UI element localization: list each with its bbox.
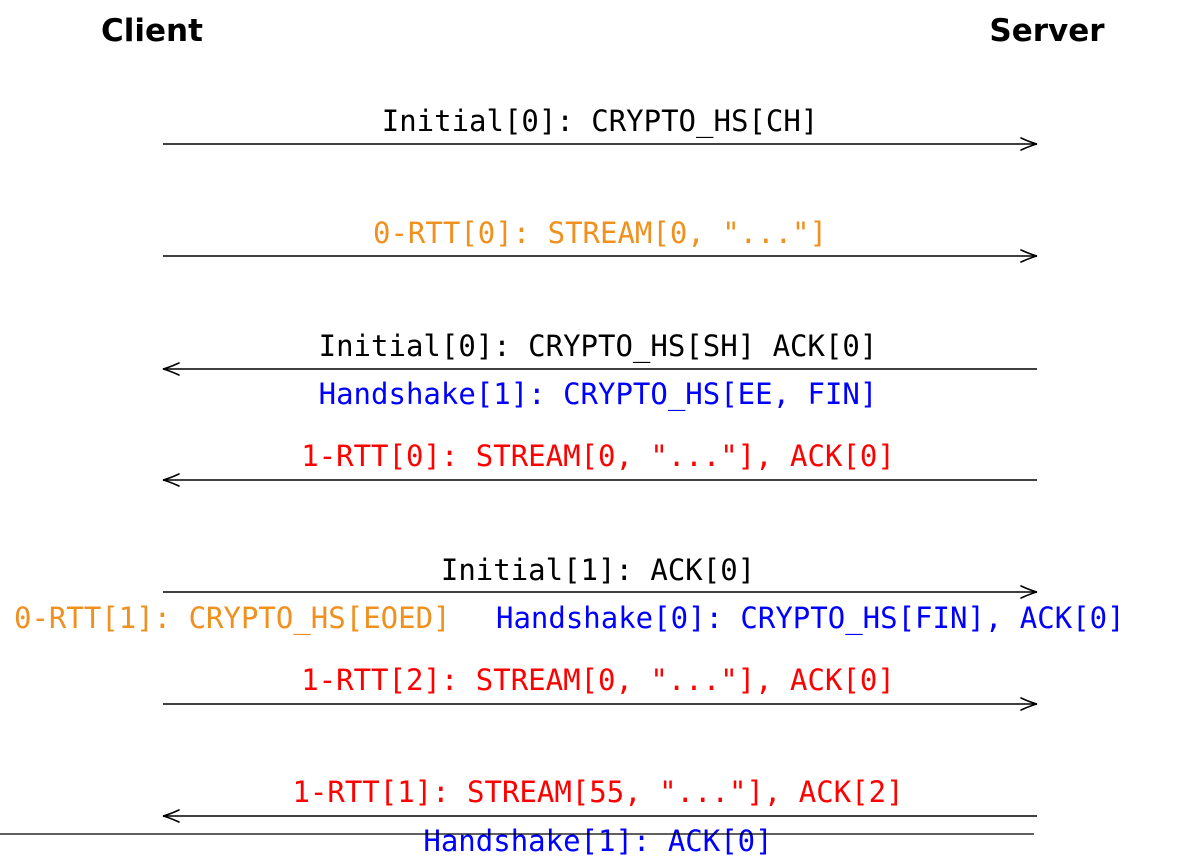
server-label: Server <box>989 13 1105 49</box>
arrow-head-icon <box>1020 249 1038 263</box>
message-label-initial: Initial[0]: CRYPTO_HS[SH] ACK[0] <box>319 329 878 364</box>
message-label-handshake: Handshake[1]: CRYPTO_HS[EE, FIN] <box>319 377 878 412</box>
message-label-handshake: Handshake[1]: ACK[0] <box>423 824 772 858</box>
arrow-head-icon <box>1020 697 1038 711</box>
arrow-to-server <box>163 137 1038 151</box>
arrow-head-icon <box>1020 585 1038 599</box>
arrows-layer <box>162 137 1038 823</box>
arrow-to-server <box>163 585 1038 599</box>
arrow-to-client <box>162 473 1037 487</box>
arrow-to-client <box>162 809 1037 823</box>
message-label-one-rtt: 1-RTT[2]: STREAM[0, "..."], ACK[0] <box>301 663 895 697</box>
arrow-to-client <box>162 362 1037 376</box>
message-label-initial: Initial[0]: CRYPTO_HS[CH] <box>382 104 819 139</box>
message-label-one-rtt: 1-RTT[1]: STREAM[55, "..."], ACK[2] <box>292 775 903 809</box>
client-label: Client <box>101 13 203 49</box>
message-label-zero-rtt: 0-RTT[0]: STREAM[0, "..."] <box>373 216 827 250</box>
message-label-handshake: Handshake[0]: CRYPTO_HS[FIN], ACK[0] <box>496 601 1125 636</box>
labels-layer: Initial[0]: CRYPTO_HS[CH] 0-RTT[0]: STREA… <box>14 104 1125 858</box>
message-label-initial: Initial[1]: ACK[0] <box>441 553 755 587</box>
arrow-head-icon <box>162 809 180 823</box>
message-label-zero-rtt: 0-RTT[1]: CRYPTO_HS[EOED] <box>14 601 451 636</box>
arrow-head-icon <box>162 473 180 487</box>
arrow-to-server <box>163 697 1038 711</box>
arrow-to-server <box>163 249 1038 263</box>
message-label-one-rtt: 1-RTT[0]: STREAM[0, "..."], ACK[0] <box>301 439 895 473</box>
arrow-head-icon <box>1020 137 1038 151</box>
arrow-head-icon <box>162 362 180 376</box>
